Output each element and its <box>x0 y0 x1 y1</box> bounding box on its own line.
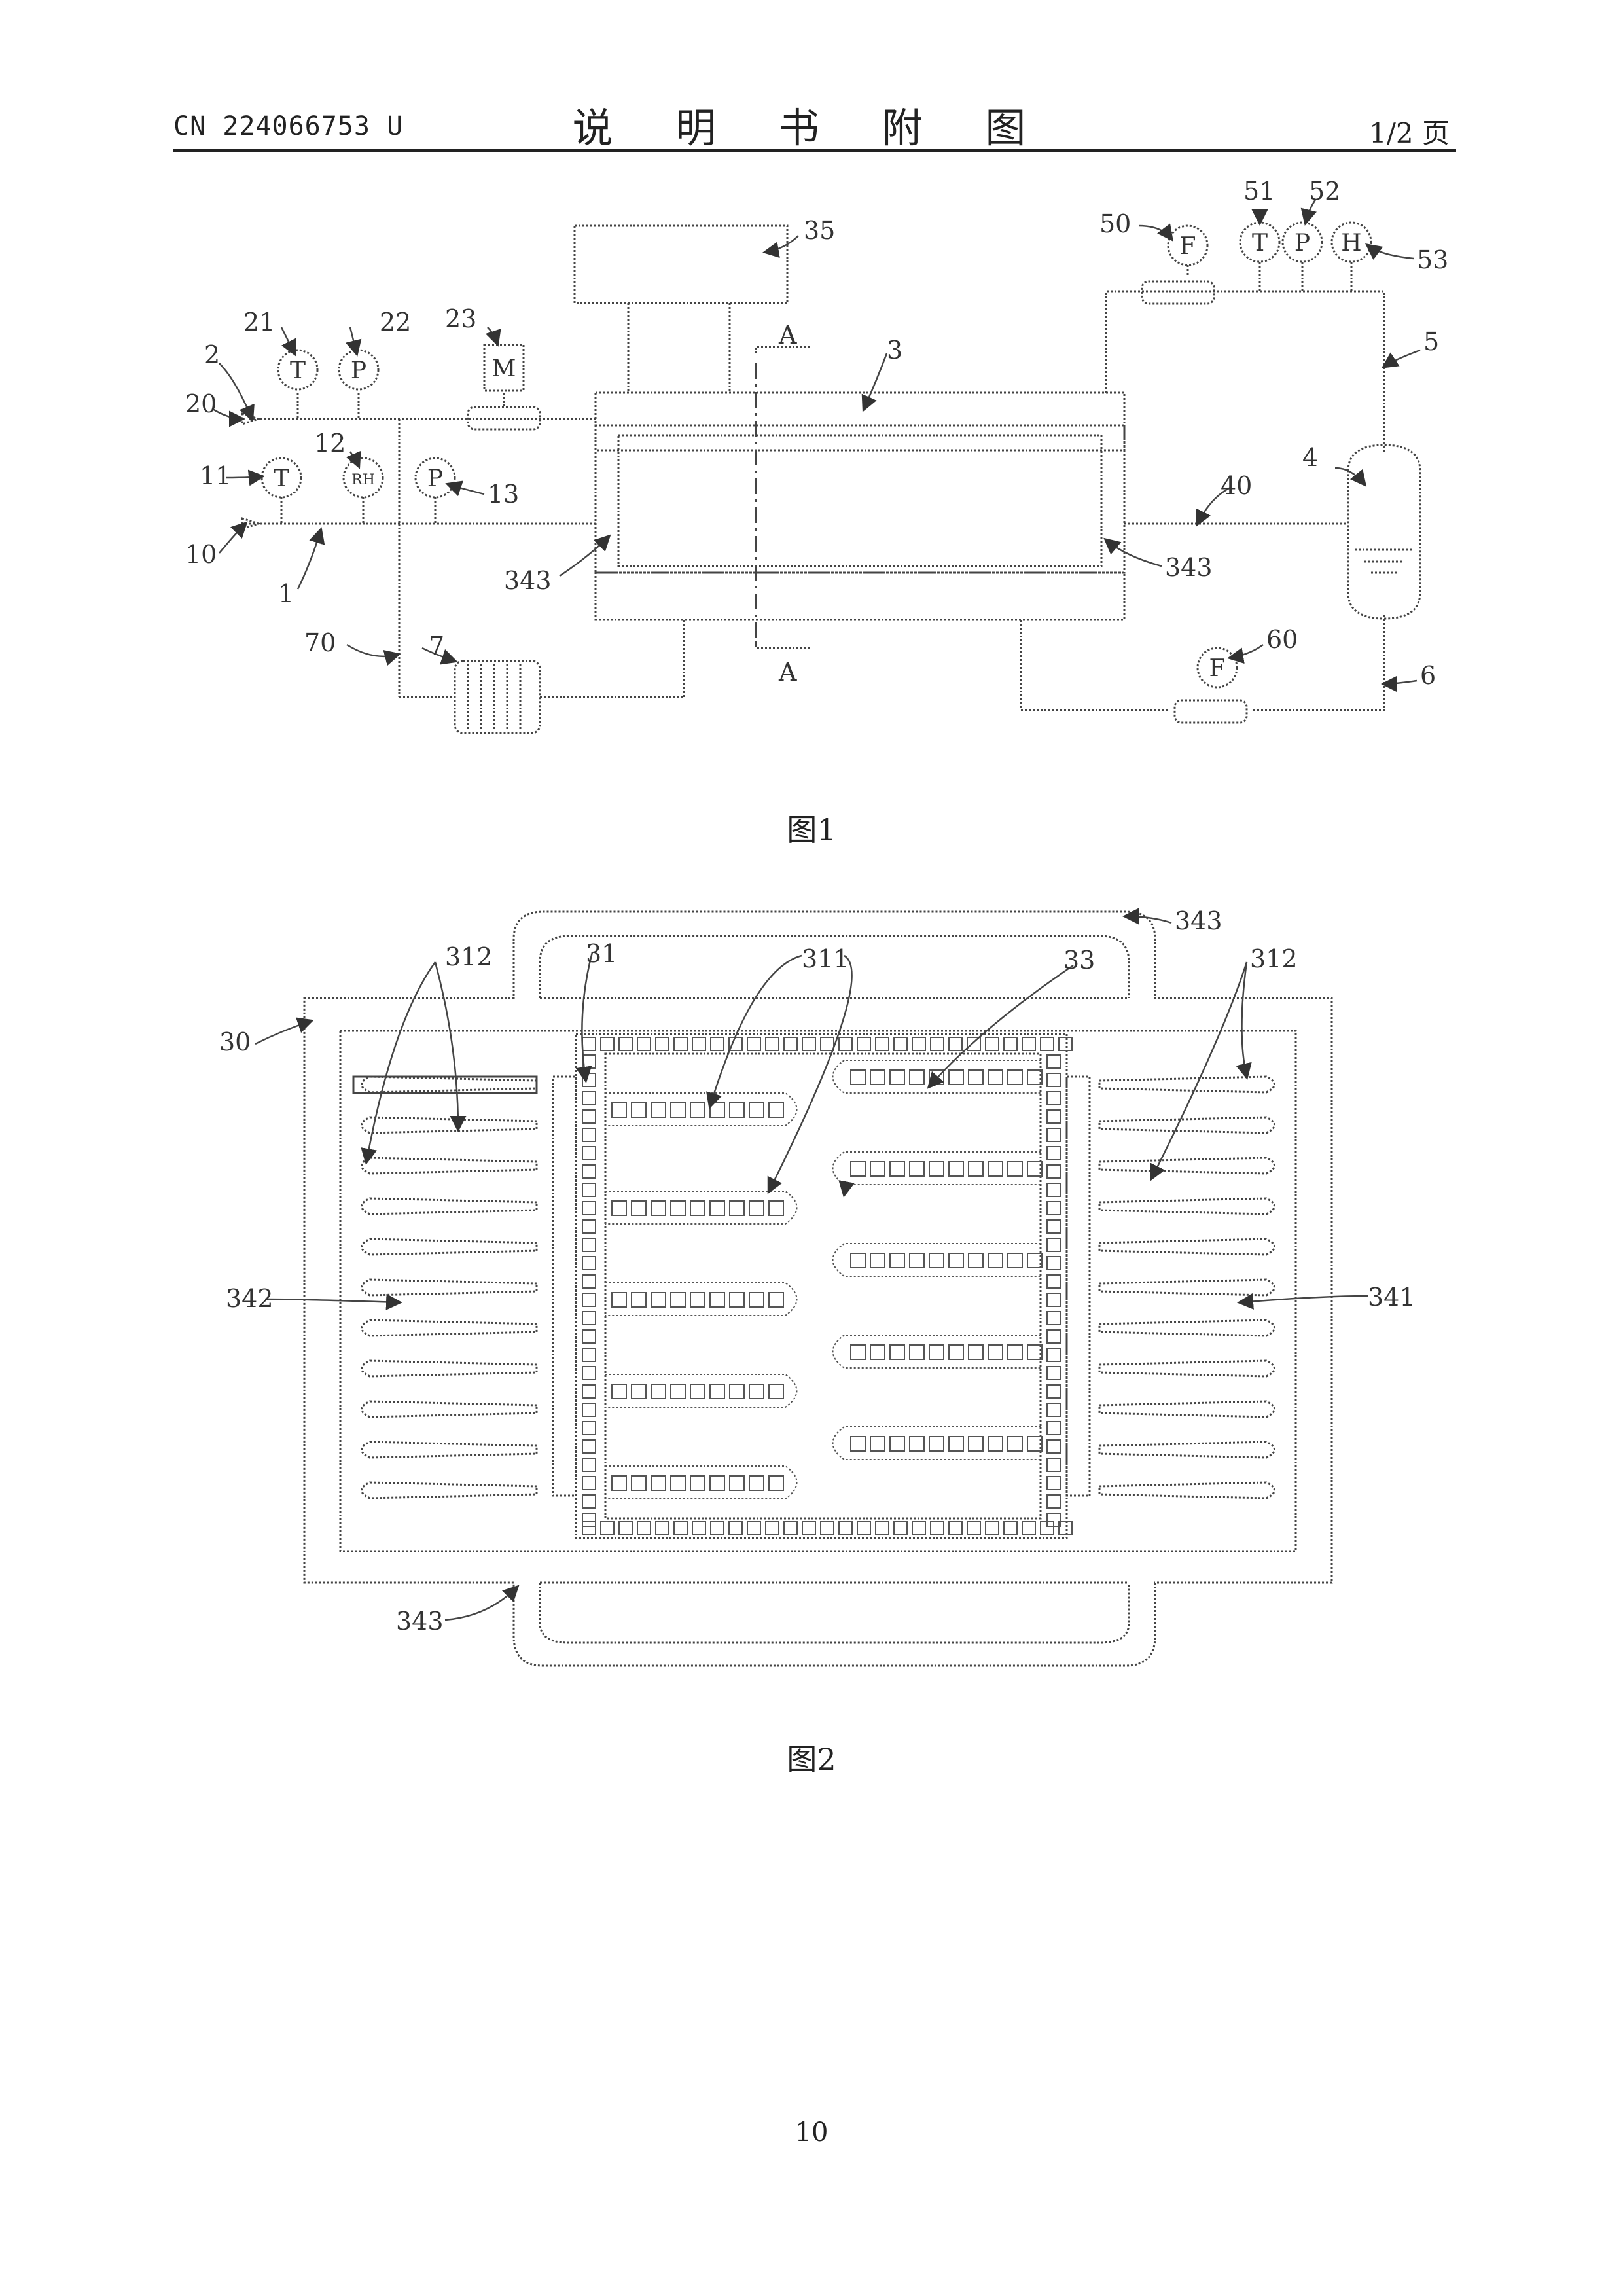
left-fin <box>362 1442 537 1458</box>
page-number: 10 <box>0 2117 1623 2147</box>
figure-2-caption: 图2 <box>0 1736 1623 1779</box>
label-343-top: 343 <box>1175 906 1222 935</box>
left-fin <box>362 1077 537 1092</box>
right-fin <box>1099 1320 1275 1336</box>
label-31: 31 <box>586 939 617 968</box>
left-fin <box>362 1320 537 1336</box>
left-fin <box>362 1198 537 1214</box>
right-fin <box>1099 1401 1275 1417</box>
left-fin <box>362 1482 537 1498</box>
label-30: 30 <box>219 1028 251 1056</box>
right-fin <box>1099 1117 1275 1133</box>
label-311: 311 <box>802 944 849 973</box>
left-fin <box>362 1401 537 1417</box>
right-fin <box>1099 1442 1275 1458</box>
label-341: 341 <box>1368 1283 1416 1312</box>
flow-plate-31 <box>576 1034 1067 1538</box>
label-33: 33 <box>1063 946 1095 975</box>
label-312-right: 312 <box>1250 944 1298 973</box>
left-fin <box>362 1280 537 1295</box>
right-fin <box>1099 1077 1275 1092</box>
label-312-left: 312 <box>445 942 493 971</box>
right-fin <box>1099 1482 1275 1498</box>
figure-2-diagram: 343 343 312 312 31 311 33 30 342 341 <box>0 0 1623 1767</box>
label-342: 342 <box>226 1284 274 1313</box>
right-fin <box>1099 1239 1275 1255</box>
left-fin <box>362 1158 537 1174</box>
left-fin <box>362 1239 537 1255</box>
housing-30 <box>304 912 1332 1666</box>
right-fin <box>1099 1198 1275 1214</box>
left-fin <box>362 1117 537 1133</box>
right-fin <box>1099 1158 1275 1174</box>
label-343-bottom: 343 <box>396 1607 444 1636</box>
right-fin <box>1099 1361 1275 1376</box>
right-fin <box>1099 1280 1275 1295</box>
left-fin <box>362 1361 537 1376</box>
